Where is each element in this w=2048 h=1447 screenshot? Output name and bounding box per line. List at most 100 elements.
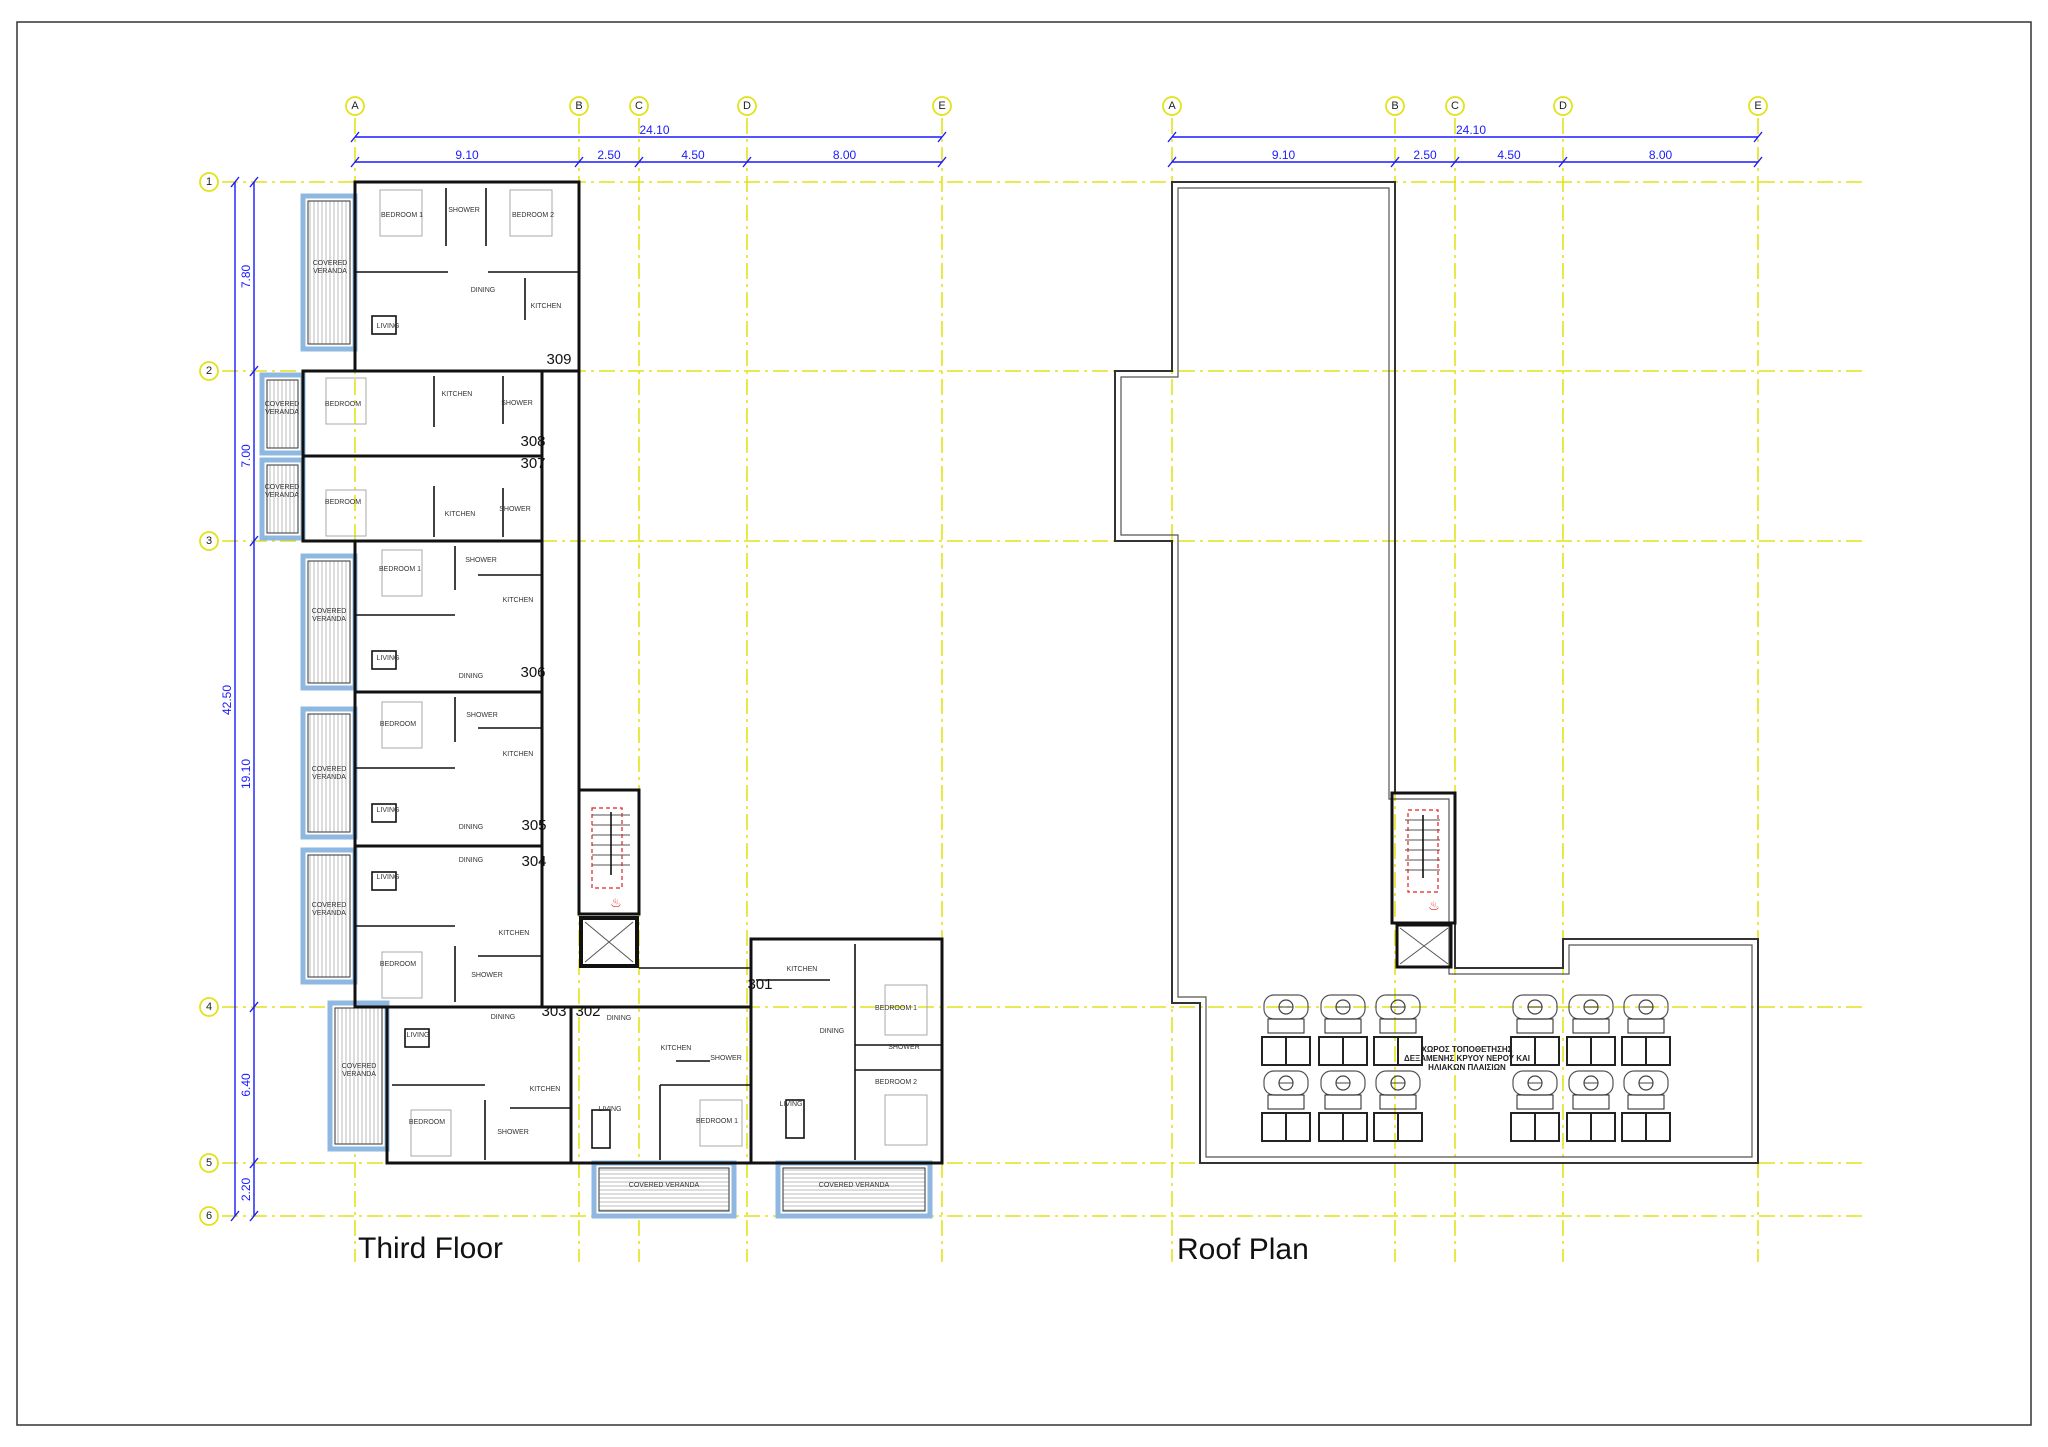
solar-panel: [1397, 1036, 1423, 1066]
dimension-tick: [1167, 131, 1177, 143]
solar-panel: [1342, 1112, 1368, 1142]
solar-panel: [1261, 1036, 1287, 1066]
dimension-tick: [249, 535, 259, 547]
roof-note-line-2: ΔΕΞΑΜΕΝΗΣ ΚΡΥΟΥ ΝΕΡΟΥ ΚΑΙ: [1404, 1054, 1530, 1063]
dimension-tick: [1558, 156, 1568, 168]
grid-label: C: [635, 100, 643, 112]
room-label: KITCHEN: [503, 751, 534, 758]
veranda-label: VERANDA: [312, 910, 346, 917]
tank-stand: [1379, 1094, 1417, 1110]
roof-elevator: [1395, 923, 1453, 969]
interior-partitions: [355, 188, 942, 1160]
solar-panel: [1510, 1112, 1536, 1142]
solar-water-heater: [1261, 1070, 1311, 1142]
dimension-tick: [350, 156, 360, 168]
grid-label: 1: [206, 176, 212, 188]
veranda-label: VERANDA: [312, 774, 346, 781]
room-label: KITCHEN: [787, 966, 818, 973]
room-label: SHOWER: [888, 1044, 920, 1051]
unit-number: 306: [520, 664, 545, 681]
grid-label: A: [1168, 100, 1176, 112]
room-label: DINING: [459, 857, 484, 864]
unit-number: 302: [575, 1003, 600, 1020]
veranda-label: COVERED: [265, 401, 300, 408]
dimension-tick: [350, 131, 360, 143]
bay-dimension-label: 2.50: [597, 148, 621, 162]
solar-water-heater: [1261, 994, 1311, 1066]
veranda-label: COVERED: [342, 1063, 377, 1070]
veranda-label: COVERED: [312, 902, 347, 909]
veranda-hatch: [307, 854, 351, 978]
grid-label: B: [575, 100, 582, 112]
tank-stand: [1516, 1018, 1554, 1034]
room-label: BEDROOM 2: [512, 212, 554, 219]
unit-number: 303: [541, 1003, 566, 1020]
room-label: BEDROOM: [325, 499, 361, 506]
veranda-label: VERANDA: [312, 616, 346, 623]
grid-bubble-C: [629, 96, 649, 116]
room-label: DINING: [471, 287, 496, 294]
solar-panel: [1285, 1112, 1311, 1142]
veranda-label: COVERED VERANDA: [819, 1182, 890, 1189]
grid-bubble-6: [199, 1206, 219, 1226]
roof-fire-extinguisher-icon: ♨: [1428, 898, 1440, 913]
dimension-tick: [742, 156, 752, 168]
room-label: LIVING: [599, 1106, 622, 1113]
unit-number: 307: [520, 455, 545, 472]
solar-water-heater: [1318, 994, 1368, 1066]
grid-bubble-E: [1748, 96, 1768, 116]
grid-bubble-D: [737, 96, 757, 116]
bay-dimension-label: 8.00: [833, 148, 857, 162]
room-label: DINING: [491, 1014, 516, 1021]
room-label: SHOWER: [471, 972, 503, 979]
grid-label: 5: [206, 1157, 212, 1169]
room-label: LIVING: [377, 323, 400, 330]
solar-water-heater: [1621, 994, 1671, 1066]
room-label: LIVING: [377, 655, 400, 662]
grid-bubble-D: [1553, 96, 1573, 116]
verandas: COVEREDVERANDACOVEREDVERANDACOVEREDVERAN…: [259, 193, 933, 1219]
veranda-label: VERANDA: [265, 492, 299, 499]
veranda-label: VERANDA: [313, 268, 347, 275]
veranda-hatch: [307, 560, 351, 684]
solar-water-heater: [1373, 1070, 1423, 1142]
bay-dimension-label: 2.50: [1413, 148, 1437, 162]
row-dimension-label: 6.40: [239, 1073, 253, 1097]
room-label: SHOWER: [465, 557, 497, 564]
dimension-tick: [1753, 156, 1763, 168]
grid-bubble-A: [1162, 96, 1182, 116]
room-label: LIVING: [377, 807, 400, 814]
room-label: SHOWER: [710, 1055, 742, 1062]
solar-panel: [1534, 1112, 1560, 1142]
room-label: LIVING: [407, 1032, 430, 1039]
overall-width-label: 24.10: [639, 123, 669, 137]
dimension-tick: [1450, 156, 1460, 168]
unit-305-walls: [353, 690, 544, 848]
veranda-hatch: [266, 379, 299, 449]
grid-bubble-B: [569, 96, 589, 116]
room-label: DINING: [459, 673, 484, 680]
room-label: KITCHEN: [442, 391, 473, 398]
grid-label: 4: [206, 1001, 212, 1013]
bay-dimension-label: 4.50: [1497, 148, 1521, 162]
dimension-tick: [249, 176, 259, 188]
room-label: DINING: [459, 824, 484, 831]
dimension-tick: [249, 365, 259, 377]
sheet-border: [16, 21, 2032, 1426]
row-dimension-label: 7.80: [239, 264, 253, 288]
room-label: SHOWER: [499, 506, 531, 513]
dimension-tick: [230, 1210, 240, 1222]
room-label: BEDROOM: [380, 961, 416, 968]
room-label: KITCHEN: [445, 511, 476, 518]
grid-bubble-2: [199, 361, 219, 381]
third-floor-plan: COVEREDVERANDACOVEREDVERANDACOVEREDVERAN…: [259, 180, 944, 1265]
solar-water-heater: [1510, 1070, 1560, 1142]
dimension-tick: [249, 1001, 259, 1013]
fire-extinguisher-icon: ♨: [610, 895, 622, 910]
solar-panel: [1621, 1112, 1647, 1142]
grid-label: B: [1391, 100, 1398, 112]
